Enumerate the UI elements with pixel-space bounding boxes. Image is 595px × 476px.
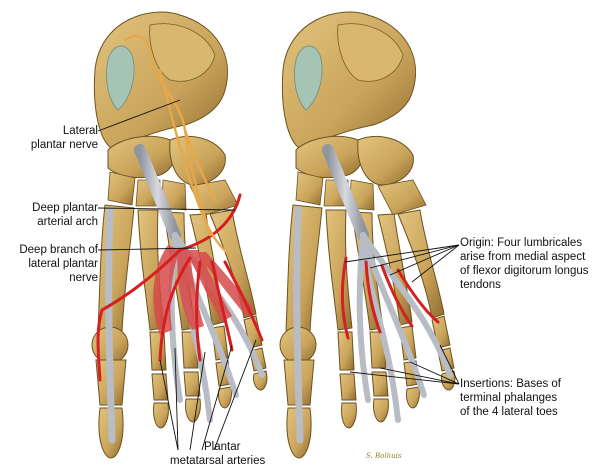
left-foot: [91, 11, 267, 459]
artist-signature: S. Bolhuis: [366, 452, 402, 460]
label-deep-plantar-arch: Deep plantar arterial arch: [32, 202, 98, 228]
label-deep-branch: Deep branch of lateral plantar nerve: [19, 244, 98, 284]
label-insertions: Insertions: Bases of terminal phalanges …: [460, 378, 561, 418]
lumbrical-origins: [340, 256, 440, 340]
label-lateral-plantar-nerve: Lateral plantar nerve: [30, 125, 98, 151]
right-foot: [279, 11, 455, 459]
label-origin: Origin: Four lumbricales arise from medi…: [460, 237, 589, 291]
arteries: [96, 193, 264, 382]
leader-lines: [97, 99, 460, 451]
label-plantar-metatarsal-arteries: Plantar metatarsal arteries: [170, 441, 266, 467]
